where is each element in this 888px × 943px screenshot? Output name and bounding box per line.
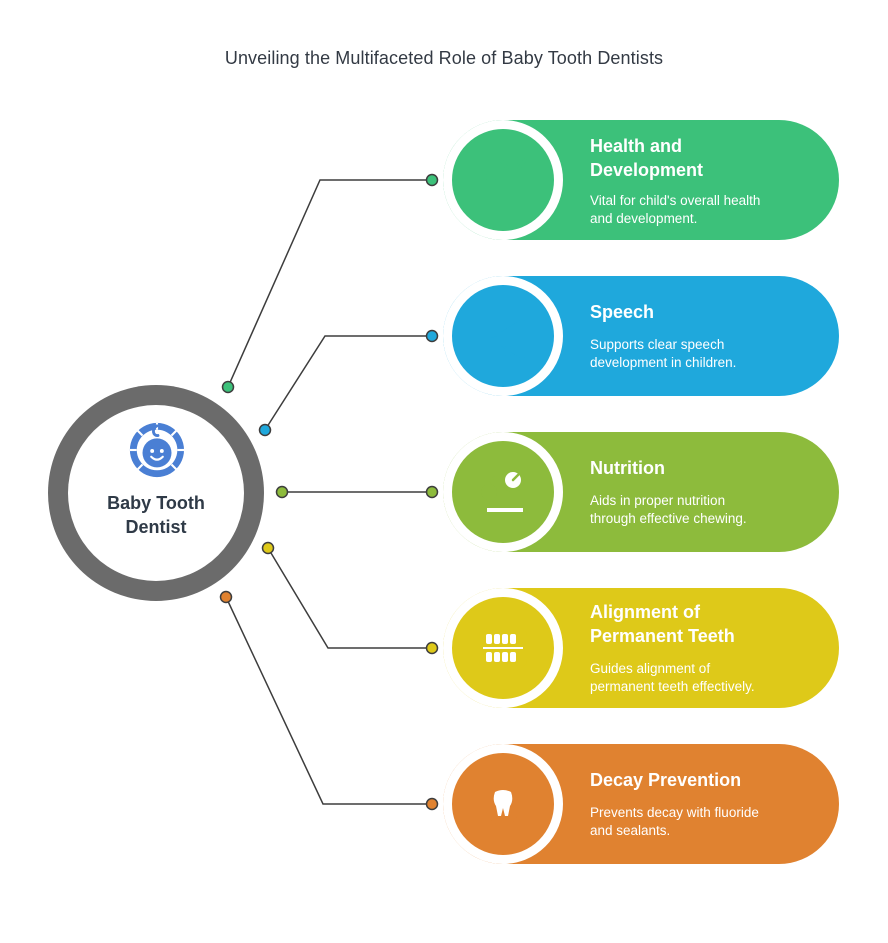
apple-scale-icon <box>479 468 529 516</box>
card-title: Speech <box>590 300 830 324</box>
card-icon-circle <box>443 744 563 864</box>
card-desc-line1: Guides alignment of <box>590 661 711 676</box>
connector-alignment <box>267 547 432 649</box>
card-icon-ring <box>443 276 563 396</box>
tooth-shield-icon <box>485 782 521 828</box>
card-title-line2: Development <box>590 160 704 180</box>
card-icon-circle <box>443 276 563 396</box>
center-hub-inner: Baby Tooth Dentist <box>68 405 244 581</box>
card-icon-ring <box>443 432 563 552</box>
center-label-line2: Dentist <box>125 517 187 537</box>
teeth-alignment-icon <box>479 628 527 668</box>
dot-nutrition-start <box>275 485 289 499</box>
card-desc-line2: development in children. <box>590 355 737 370</box>
card-nutrition: Nutrition Aids in proper nutrition throu… <box>443 432 839 552</box>
card-desc-line2: through effective chewing. <box>590 511 747 526</box>
card-description: Aids in proper nutrition through effecti… <box>590 492 830 528</box>
card-description: Supports clear speech development in chi… <box>590 336 830 372</box>
center-hub: Baby Tooth Dentist <box>48 385 264 601</box>
card-title-line1: Alignment of <box>590 602 700 622</box>
card-decay-prevention: Decay Prevention Prevents decay with flu… <box>443 744 839 864</box>
dot-health-start <box>221 380 235 394</box>
dot-alignment-end <box>425 641 439 655</box>
connector-decay <box>225 596 432 805</box>
parent-and-child-icon <box>483 156 527 202</box>
card-desc-line2: permanent teeth effectively. <box>590 679 755 694</box>
connector-health <box>227 179 432 388</box>
dot-speech-end <box>425 329 439 343</box>
card-title-line2: Permanent Teeth <box>590 626 735 646</box>
card-health-development: Health and Development Vital for child's… <box>443 120 839 240</box>
card-description: Prevents decay with fluoride and sealant… <box>590 804 830 840</box>
dot-decay-start <box>219 590 233 604</box>
dot-speech-start <box>258 423 272 437</box>
dot-health-end <box>425 173 439 187</box>
card-title-line1: Health and <box>590 136 683 156</box>
smiling-baby-face-icon <box>129 422 185 478</box>
card-icon-ring <box>443 744 563 864</box>
speaking-megaphone-icon <box>481 314 525 358</box>
card-icon-circle <box>443 588 563 708</box>
center-label-line1: Baby Tooth <box>107 493 205 513</box>
card-desc-line1: Prevents decay with fluoride <box>590 805 759 820</box>
dot-nutrition-end <box>425 485 439 499</box>
card-icon-ring <box>443 588 563 708</box>
card-desc-line1: Aids in proper nutrition <box>590 493 726 508</box>
card-title-line1: Speech <box>590 302 655 322</box>
card-description: Guides alignment of permanent teeth effe… <box>590 660 830 696</box>
card-title-line1: Decay Prevention <box>590 770 742 790</box>
card-title: Decay Prevention <box>590 768 830 792</box>
card-icon-ring <box>443 120 563 240</box>
diagram-title: Unveiling the Multifaceted Role of Baby … <box>224 48 664 68</box>
center-hub-label: Baby Tooth Dentist <box>68 491 244 539</box>
card-desc-line2: and development. <box>590 211 698 226</box>
connector-speech <box>264 335 432 431</box>
card-desc-line2: and sealants. <box>590 823 671 838</box>
card-speech: Speech Supports clear speech development… <box>443 276 839 396</box>
card-desc-line1: Vital for child's overall health <box>590 193 761 208</box>
card-desc-line1: Supports clear speech <box>590 337 725 352</box>
card-icon-circle <box>443 432 563 552</box>
card-alignment: Alignment of Permanent Teeth Guides alig… <box>443 588 839 708</box>
card-title: Alignment of Permanent Teeth <box>590 600 830 648</box>
card-title: Health and Development <box>590 134 830 182</box>
card-title: Nutrition <box>590 456 830 480</box>
card-title-line1: Nutrition <box>590 458 665 478</box>
dot-decay-end <box>425 797 439 811</box>
card-description: Vital for child's overall health and dev… <box>590 192 830 228</box>
card-icon-circle <box>443 120 563 240</box>
dot-alignment-start <box>261 541 275 555</box>
